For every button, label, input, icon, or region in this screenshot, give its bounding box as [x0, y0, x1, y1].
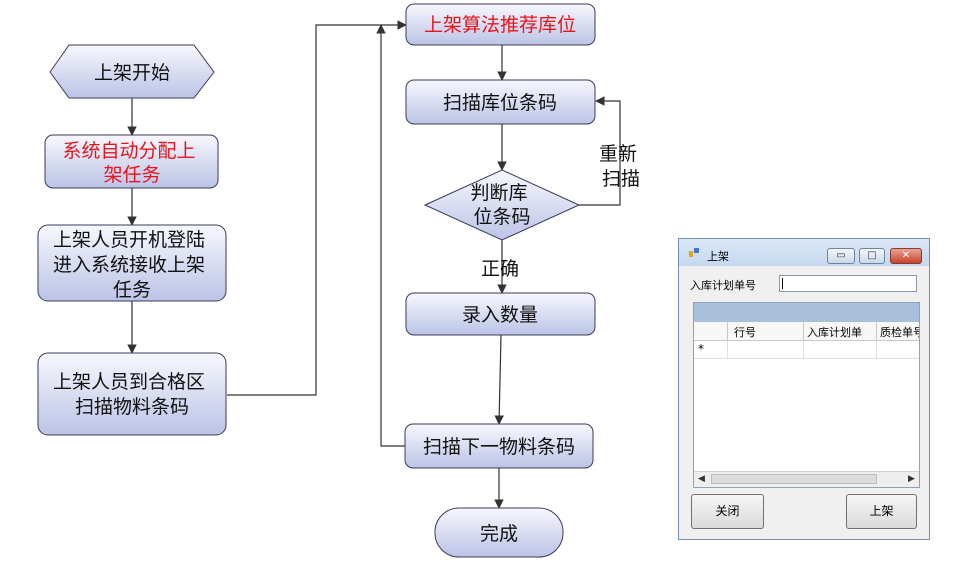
node-judge	[423, 169, 581, 241]
edge-enter-qty-to-scan-next	[494, 334, 504, 425]
text-caret	[782, 278, 783, 289]
close-window-button[interactable]: ✕	[890, 248, 922, 264]
close-button[interactable]: 关闭	[691, 494, 764, 529]
maximize-button[interactable]: □	[859, 248, 885, 264]
node-start-label: 上架开始	[94, 62, 170, 84]
node-auto-assign-label: 系统自动分配上 架任务	[62, 140, 201, 186]
app-icon	[689, 248, 699, 257]
shelve-button[interactable]: 上架	[846, 494, 917, 529]
edge-judge-rescan	[579, 96, 621, 206]
dialog-title: 上架	[707, 250, 729, 263]
edge-label-rescan-line-2: 扫描	[602, 168, 640, 190]
dialog-title-bar[interactable]: 上架 ▭ □ ✕	[679, 239, 929, 266]
grid-cell-separator	[803, 341, 804, 358]
shelve-dialog: 上架 ▭ □ ✕ 入库计划单号 行号 入库计划单 质检单号 *	[678, 238, 930, 540]
plan-number-input[interactable]	[779, 275, 917, 292]
node-recommend	[405, 3, 596, 46]
node-done	[434, 507, 564, 558]
node-login-line-3: 任务	[113, 279, 151, 301]
node-auto-assign-line-2: 架任务	[103, 164, 160, 186]
scroll-right-arrow-icon[interactable]: ▶	[908, 474, 915, 484]
node-auto-assign	[44, 134, 219, 189]
grid-cell-separator	[876, 341, 877, 358]
grid-column-header-plan-no[interactable]: 入库计划单	[807, 326, 862, 339]
node-auto-assign-line-1: 系统自动分配上	[62, 140, 195, 162]
node-login-line-1: 上架人员开机登陆	[53, 229, 205, 251]
edge-scan-next-loop	[376, 24, 405, 447]
node-scan-material-line-1: 上架人员到合格区	[53, 371, 205, 393]
edge-label-rescan: 重新 扫描	[599, 143, 643, 190]
node-judge-line-2: 位条码	[473, 206, 530, 228]
plan-number-label: 入库计划单号	[690, 279, 756, 292]
maximize-icon: □	[867, 250, 877, 261]
node-enter-qty	[405, 292, 596, 336]
grid-header-separator	[876, 322, 877, 340]
node-scan-next-label: 扫描下一物料条码	[423, 436, 575, 458]
minimize-button[interactable]: ▭	[827, 248, 855, 264]
node-scan-material-line-2: 扫描物料条码	[75, 396, 189, 418]
node-enter-qty-label: 录入数量	[462, 304, 538, 326]
node-judge-label: 判断库 位条码	[470, 182, 533, 228]
node-scan-location-label: 扫描库位条码	[443, 92, 557, 114]
grid-cell-separator	[727, 341, 728, 358]
grid-caption-bar	[694, 303, 919, 322]
new-row-marker: *	[698, 342, 704, 356]
node-recommend-label: 上架算法推荐库位	[424, 14, 576, 36]
node-login-label: 上架人员开机登陆 进入系统接收上架 任务	[53, 229, 211, 301]
node-scan-next	[404, 423, 594, 469]
node-scan-location	[405, 79, 596, 125]
minimize-icon: ▭	[836, 250, 846, 261]
detail-grid[interactable]: 行号 入库计划单 质检单号 * ◀ ▶	[693, 302, 920, 488]
horizontal-scrollbar[interactable]: ◀ ▶	[694, 471, 919, 487]
close-icon: ✕	[901, 250, 911, 261]
grid-header-separator	[803, 322, 804, 340]
scrollbar-thumb[interactable]	[711, 474, 877, 484]
grid-new-row[interactable]: *	[694, 341, 919, 359]
node-done-label: 完成	[480, 523, 518, 545]
edge-scan-material-to-recommend	[227, 20, 407, 396]
node-start	[49, 44, 215, 99]
grid-column-header-qc-no[interactable]: 质检单号	[880, 326, 920, 339]
node-login-line-2: 进入系统接收上架	[53, 254, 205, 276]
grid-header-row: 行号 入库计划单 质检单号	[694, 322, 919, 341]
edge-label-correct: 正确	[481, 258, 519, 280]
grid-header-separator	[727, 322, 728, 340]
grid-column-header-line-no[interactable]: 行号	[734, 326, 756, 339]
node-scan-material	[37, 352, 227, 436]
scroll-left-arrow-icon[interactable]: ◀	[698, 474, 705, 484]
node-login	[37, 224, 227, 302]
edge-label-rescan-line-1: 重新	[599, 143, 637, 165]
node-judge-line-1: 判断库	[470, 182, 527, 204]
node-scan-material-label: 上架人员到合格区 扫描物料条码	[53, 371, 211, 418]
